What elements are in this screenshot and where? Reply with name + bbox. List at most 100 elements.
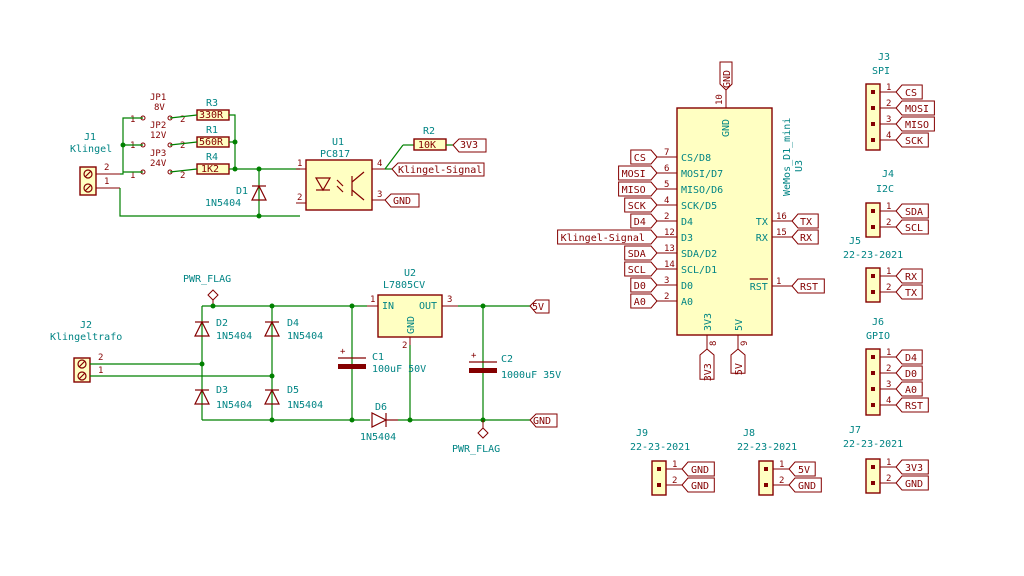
u1-pin2: 2 [297, 193, 302, 203]
resistor-r4[interactable]: R4 1K2 [196, 152, 230, 175]
j9-ref: J9 [636, 428, 648, 439]
u3-pin-name: 5V [734, 319, 745, 331]
j6-pin-num: 4 [886, 396, 891, 406]
diode-d2[interactable]: D2 1N5404 [194, 318, 252, 342]
u3-pin-name: RST [750, 282, 768, 293]
net-label-box [895, 475, 929, 491]
j5-pin-num: 2 [886, 283, 891, 293]
diode-d6[interactable]: D6 1N5404 [360, 402, 398, 443]
jp3-ref: JP3 [150, 149, 166, 159]
u1-optocoupler[interactable]: U1 PC817 1 2 4 3 [296, 137, 385, 211]
j1-connector[interactable]: J1 Klingel 2 1 [70, 132, 120, 196]
resistor-r3[interactable]: R3 330R [196, 98, 230, 121]
j7-value: 22-23-2021 [843, 439, 903, 450]
j2-pin2: 2 [98, 353, 103, 363]
capacitor-c2[interactable]: + C2 1000uF 35V [469, 351, 561, 381]
j5-ref: J5 [849, 236, 861, 247]
net-label-box [630, 293, 658, 309]
d6-ref: D6 [375, 402, 387, 413]
svg-text:+: + [340, 347, 346, 357]
diode-d1[interactable]: D1 1N5404 [205, 184, 267, 209]
j8-pin-num: 2 [779, 476, 784, 486]
j4-value: I2C [876, 184, 894, 195]
net-label-box [557, 229, 658, 245]
diode-d3[interactable]: D3 1N5404 [194, 385, 252, 411]
j6-ref: J6 [872, 317, 884, 328]
capacitor-c1[interactable]: + C1 100uF 50V [338, 347, 426, 375]
j9-net-label: GND [691, 465, 709, 476]
d6-value: 1N5404 [360, 432, 396, 443]
regulator-u2[interactable]: U2 L7805CV IN OUT GND 1 3 2 [367, 268, 458, 351]
j9-pin-num: 2 [672, 476, 677, 486]
d3-value: 1N5404 [216, 400, 252, 411]
u3-pin-num: 16 [776, 212, 787, 222]
u2-pin-gnd: GND [406, 316, 417, 334]
j9-net-label: GND [691, 481, 709, 492]
diode-d4[interactable]: D4 1N5404 [264, 318, 323, 342]
net-label-box [895, 284, 923, 300]
u3-pin-name: RX [756, 233, 768, 244]
u3-pin-name: D0 [681, 281, 693, 292]
j2-pin1: 1 [98, 366, 103, 376]
pwr-flag-bottom[interactable]: PWR_FLAG [452, 420, 500, 455]
pwr-flag-top[interactable]: PWR_FLAG [183, 274, 231, 306]
power-net-5v: 5V [532, 302, 544, 313]
jp3-value: 24V [150, 159, 167, 169]
j2-value: Klingeltrafo [50, 332, 122, 343]
j6-net-label: RST [905, 401, 923, 412]
u1-pin3: 3 [377, 190, 382, 200]
jp2-value: 12V [150, 131, 167, 141]
u3-ref: U3 [794, 160, 805, 172]
u3-pin-name: TX [756, 217, 768, 228]
resistor-r1[interactable]: R1 560R [196, 125, 230, 148]
net-label: Klingel-Signal [561, 233, 645, 244]
net-label: 3V3 [703, 363, 714, 381]
resistor-r2[interactable]: R2 10K 3V3 [403, 126, 487, 153]
diode-d5[interactable]: D5 1N5404 [264, 385, 323, 411]
net-label-box [895, 219, 929, 235]
net-label: MOSI [622, 169, 646, 180]
jumpers[interactable]: JP1 8V 1 2 JP2 12V 1 2 JP3 24V 1 2 [130, 93, 185, 181]
j6-pin-num: 1 [886, 348, 891, 358]
u3-pin-num: 14 [664, 260, 675, 270]
u3-pin-name: MISO/D6 [681, 185, 723, 196]
net-label-box [624, 197, 658, 213]
net-label: SCK [628, 201, 646, 212]
net-label-box [895, 203, 929, 219]
j2-connector[interactable]: J2 Klingeltrafo 2 1 [50, 320, 122, 383]
r2-ref: R2 [423, 126, 435, 137]
pwr-flag-bottom-label: PWR_FLAG [452, 444, 500, 455]
u3-pin-name: SCL/D1 [681, 265, 717, 276]
r4-value: 1K2 [201, 164, 219, 175]
d1-ref: D1 [236, 186, 248, 197]
c1-value: 100uF 50V [372, 364, 426, 375]
j8-pin-num: 1 [779, 460, 784, 470]
j8-net-label: GND [798, 481, 816, 492]
u3-net-gnd-top: GND [722, 70, 733, 88]
net-label: TX [800, 217, 812, 228]
